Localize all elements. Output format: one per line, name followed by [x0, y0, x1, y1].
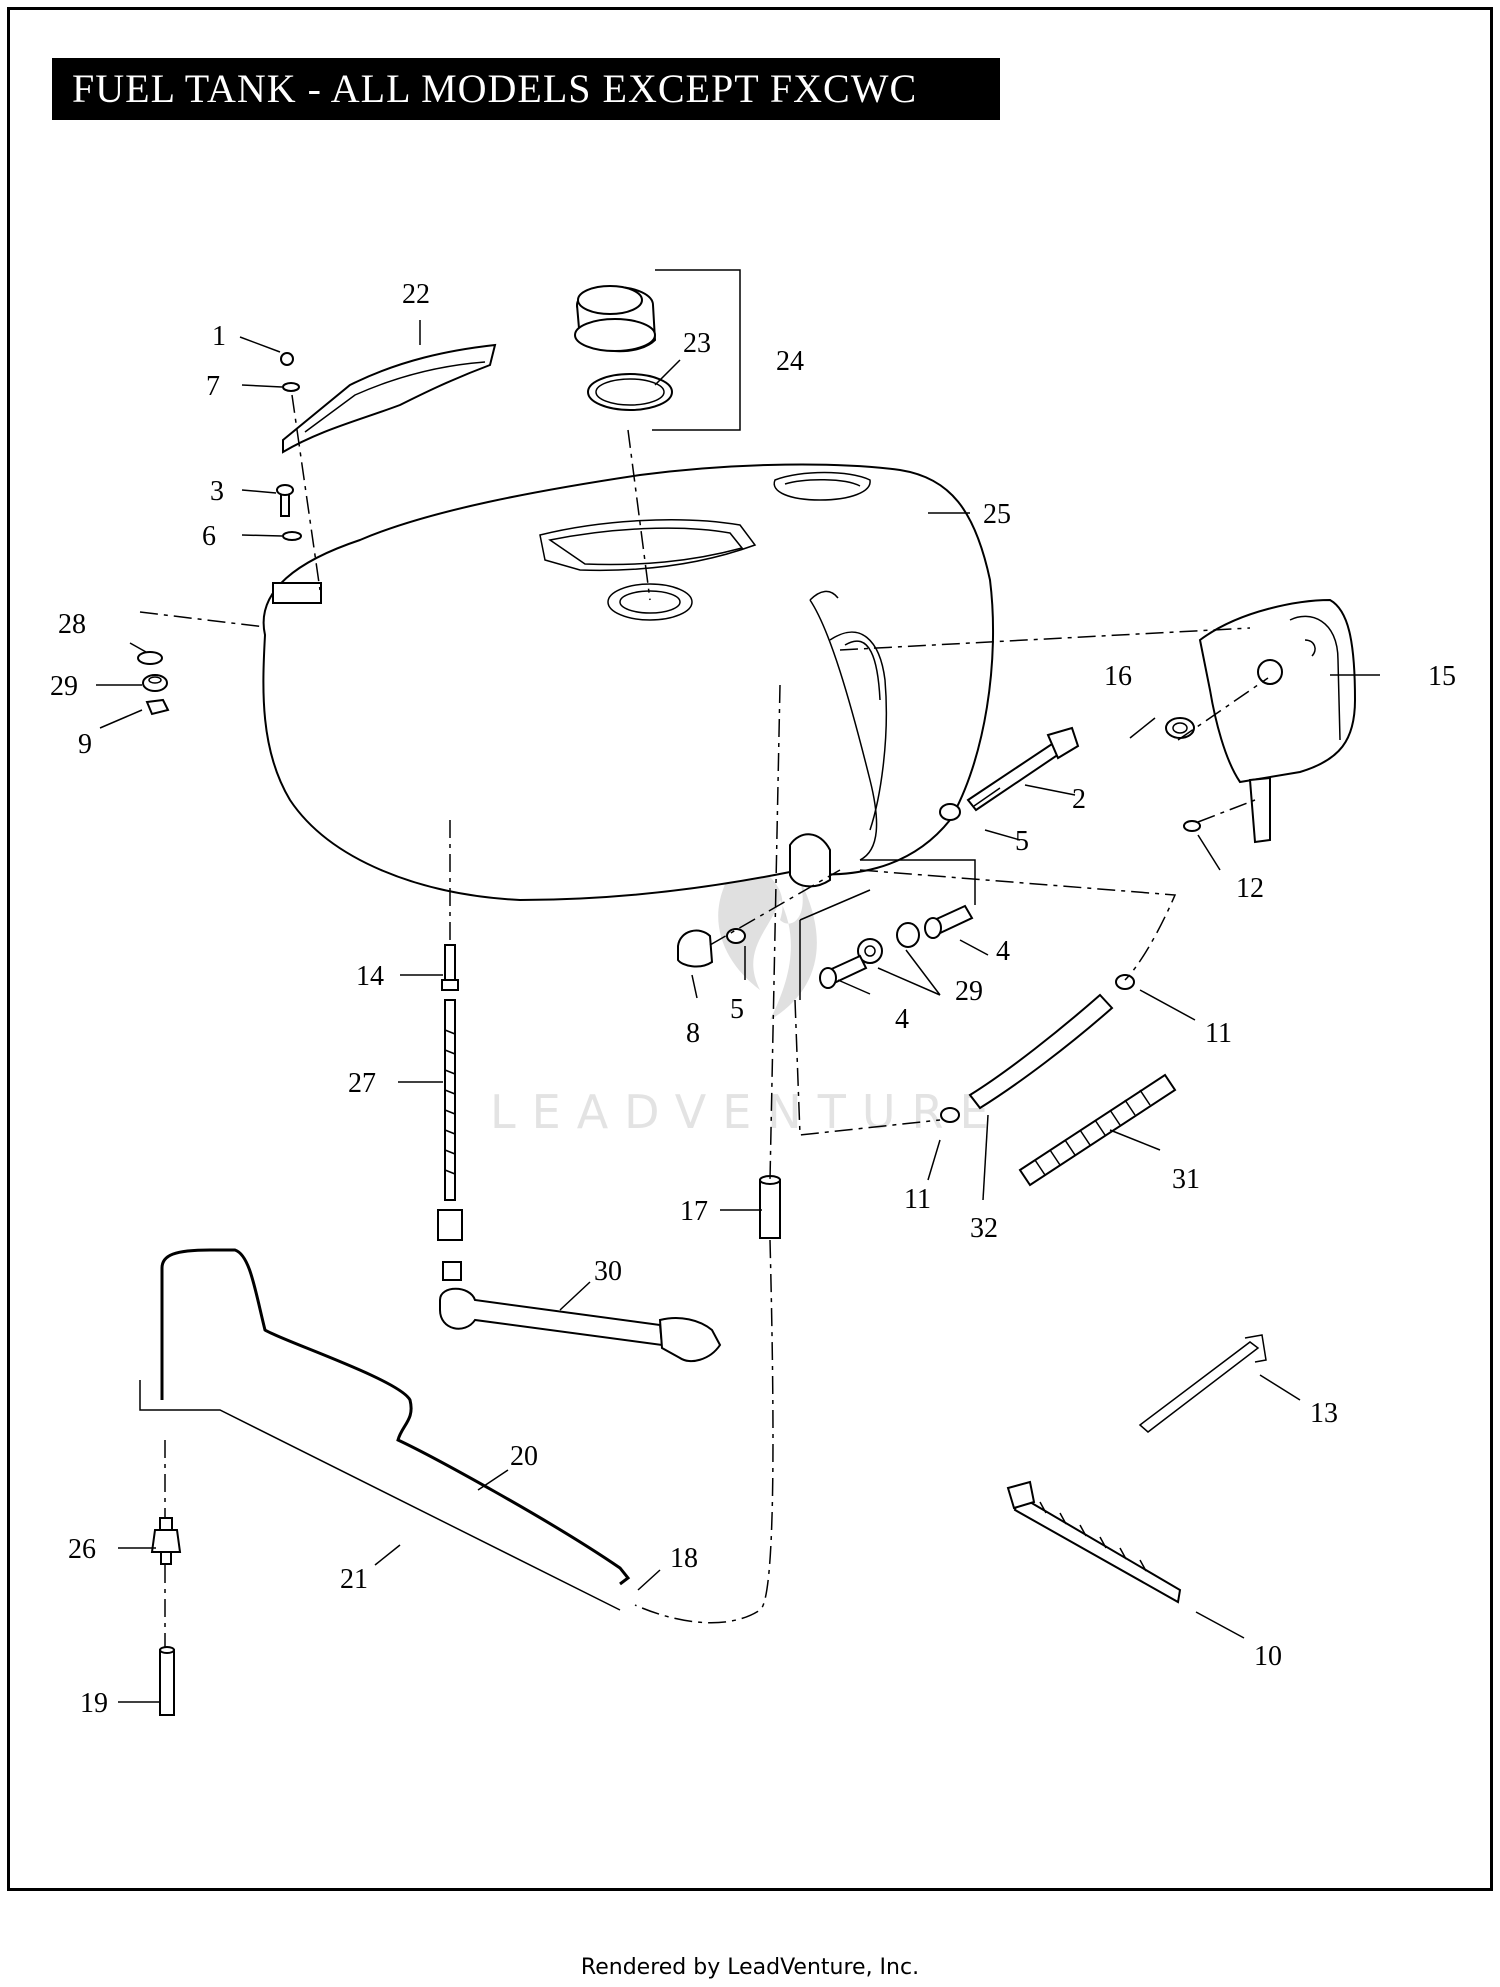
leader-lines: [96, 320, 1380, 1703]
callout-12: 12: [1236, 873, 1264, 904]
side-cover: [1198, 598, 1357, 844]
nut-9: [145, 698, 170, 716]
assembly-line-17: [769, 684, 781, 1181]
callout-28: 28: [58, 609, 86, 640]
acorn-nut-8: [677, 929, 714, 968]
callout-13: 13: [1310, 1398, 1338, 1429]
callout-27: 27: [348, 1068, 376, 1099]
console-pad: [282, 343, 497, 454]
diagram-title: FUEL TANK - ALL MODELS EXCEPT FXCWC: [52, 58, 1000, 120]
callout-19: 19: [80, 1688, 108, 1719]
tube-17: [759, 1175, 781, 1239]
bracket-21: [139, 1380, 621, 1611]
vent-hose: [968, 993, 1114, 1110]
fitting-26: [150, 1517, 182, 1565]
mount-box: [799, 859, 976, 1000]
callout-32: 32: [970, 1213, 998, 1244]
callout-24: 24: [776, 346, 804, 377]
spring-guard: [1018, 1073, 1177, 1187]
washer-6: [282, 531, 302, 541]
vent-tube-20: [160, 1248, 631, 1586]
assembly-line-11: [859, 869, 1177, 981]
watermark: LEADVENTURE: [490, 1085, 1005, 1139]
callout-10: 10: [1254, 1641, 1282, 1672]
callout-26: 26: [68, 1534, 96, 1565]
footer-credit: Rendered by LeadVenture, Inc.: [580, 1955, 920, 1980]
grommet-29-right-a: [896, 922, 920, 948]
callout-1: 1: [212, 321, 226, 352]
washer-5-left: [726, 928, 746, 944]
callout-25: 25: [983, 499, 1011, 530]
bolt-2: [966, 726, 1080, 812]
callout-5-left: 5: [730, 994, 744, 1025]
callout-4-upper: 4: [996, 936, 1010, 967]
callout-11-upper: 11: [1205, 1018, 1232, 1049]
fuel-line: [439, 1261, 722, 1363]
washer-5-right: [939, 803, 961, 821]
assembly-line-28: [139, 611, 266, 628]
callout-3: 3: [210, 476, 224, 507]
callout-16: 16: [1104, 661, 1132, 692]
callout-17: 17: [680, 1196, 708, 1227]
fuel-cap-gasket: [587, 373, 673, 411]
callout-31: 31: [1172, 1164, 1200, 1195]
screw-12: [1183, 820, 1201, 832]
spacer-4-upper: [924, 904, 974, 939]
assembly-line-12: [1197, 799, 1256, 823]
callout-15: 15: [1428, 661, 1456, 692]
washer-7: [282, 382, 300, 392]
assembly-line-18: [634, 1239, 774, 1624]
cable-strap-13: [1138, 1334, 1267, 1433]
callout-labels: 1 2 3 4 4 5 5 5 6 7 8 9 10 11 11 12 13 1…: [50, 279, 1456, 1719]
assembly-line-11b: [794, 999, 941, 1136]
callout-23: 23: [683, 328, 711, 359]
fuel-cap: [574, 285, 657, 353]
callout-29-left: 29: [50, 671, 78, 702]
callout-18: 18: [670, 1543, 698, 1574]
callout-22: 22: [402, 279, 430, 310]
callout-8: 8: [686, 1018, 700, 1049]
callout-30: 30: [594, 1256, 622, 1287]
bracket-24: [652, 269, 741, 431]
grommet-29-right-b: [857, 938, 883, 964]
callout-5-right: 5: [1015, 826, 1029, 857]
assembly-line-8: [709, 869, 841, 946]
washer-16: [1165, 717, 1195, 739]
assembly-line-15: [839, 627, 1251, 651]
clamp-11-upper: [1115, 974, 1135, 990]
screw-3: [276, 484, 294, 517]
assembly-line-cap: [627, 429, 651, 601]
callout-11-lower: 11: [904, 1184, 931, 1215]
callout-14: 14: [356, 961, 384, 992]
grommet-28: [137, 651, 163, 665]
callout-4-lower: 4: [895, 1004, 909, 1035]
fuel-tank: [262, 463, 995, 902]
callout-6: 6: [202, 521, 216, 552]
callout-9: 9: [78, 729, 92, 760]
callout-21: 21: [340, 1564, 368, 1595]
tube-19: [159, 1646, 175, 1716]
callout-7: 7: [206, 371, 220, 402]
callout-20: 20: [510, 1441, 538, 1472]
spacer-4-lower: [819, 954, 868, 989]
fuel-valve-rod: [437, 944, 463, 1241]
callout-2: 2: [1072, 784, 1086, 815]
cable-tie-10: [1006, 1480, 1182, 1604]
screw-1: [280, 352, 294, 366]
tank-mount-tab: [272, 582, 322, 604]
fuel-tank-exploded-diagram: LEADVENTURE: [50, 269, 1456, 1719]
grommet-29-left: [142, 674, 168, 692]
callout-29-right: 29: [955, 976, 983, 1007]
watermark-flame-logo: [718, 860, 817, 1020]
diagram-frame: [7, 7, 1493, 1891]
clamp-11-lower: [940, 1107, 960, 1123]
